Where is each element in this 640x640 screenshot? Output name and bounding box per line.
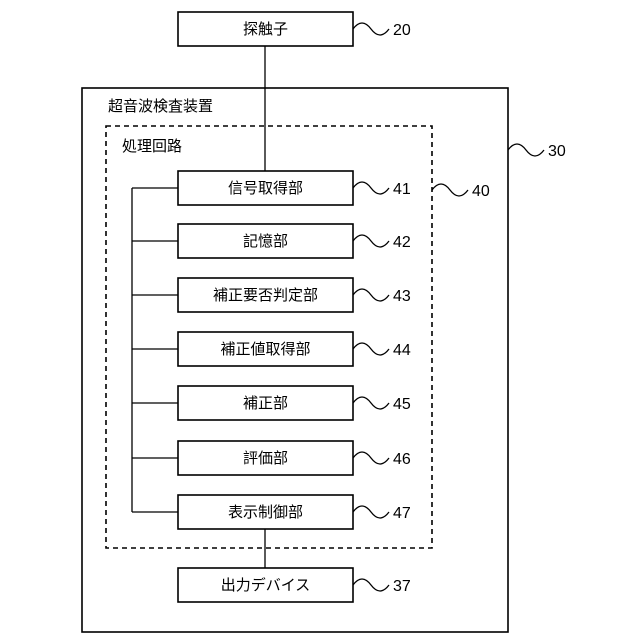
circuit-ref: 40: [472, 183, 490, 200]
device-ref: 30: [548, 143, 566, 160]
unit-ref: 46: [393, 451, 411, 468]
probe-ref-leader: [353, 23, 389, 35]
probe-ref: 20: [393, 22, 411, 39]
device-ref-leader: [508, 144, 544, 156]
device-title: 超音波検査装置: [108, 97, 213, 115]
unit-label: 補正要否判定部: [213, 286, 318, 304]
unit-label: 記憶部: [243, 232, 288, 250]
output-ref: 37: [393, 578, 411, 595]
unit-label: 表示制御部: [228, 503, 303, 521]
unit-label: 評価部: [243, 449, 288, 467]
unit-ref: 44: [393, 342, 411, 359]
unit-ref: 41: [393, 181, 411, 198]
unit-label: 信号取得部: [228, 179, 303, 197]
output-label: 出力デバイス: [221, 576, 311, 594]
unit-ref: 47: [393, 505, 411, 522]
unit-label: 補正部: [243, 394, 288, 412]
unit-label: 補正値取得部: [220, 340, 310, 358]
probe-label: 探触子: [243, 20, 288, 38]
unit-ref: 45: [393, 396, 411, 413]
unit-ref: 42: [393, 234, 411, 251]
circuit-title: 処理回路: [122, 137, 182, 155]
unit-ref: 43: [393, 288, 411, 305]
